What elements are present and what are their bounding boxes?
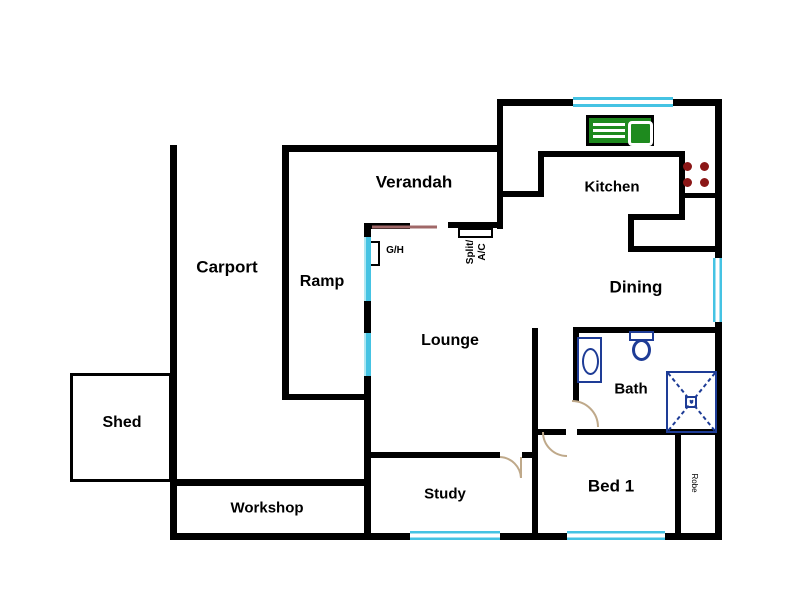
room-label-workshop: Workshop (230, 499, 304, 517)
window-study-bottom (410, 531, 500, 540)
wall-verandah-left (282, 145, 289, 400)
split-ac-unit-icon (458, 228, 493, 238)
wall-bed-top (577, 429, 722, 435)
stove-burner-icon (700, 178, 709, 187)
wall-lounge-left-c (364, 376, 371, 540)
wall-counter-left (628, 214, 634, 252)
wall-kitchen-jog-vertical (538, 151, 544, 196)
wall-stove-bottom (685, 193, 716, 198)
wall-hall-divider (532, 328, 538, 540)
wall-kitchen-jog-horizontal (503, 191, 544, 197)
label-split-ac-line2: A/C (477, 243, 488, 261)
room-label-dining: Dining (609, 277, 663, 297)
wall-hall-bottom-stub (538, 429, 566, 435)
wall-counter-top (628, 214, 685, 220)
door-arc-bed1 (542, 431, 568, 457)
stove-burner-icon (700, 162, 709, 171)
kitchen-sink-icon (586, 115, 654, 146)
wall-bath-left (573, 328, 579, 402)
sink-drainer-line (593, 123, 625, 126)
label-split-ac-line1: Split/ (465, 239, 476, 265)
door-arc-study (499, 456, 522, 479)
room-label-ramp: Ramp (299, 273, 345, 290)
wall-workshop-top (170, 479, 368, 486)
wall-lounge-left-b (364, 301, 371, 333)
wall-bath-top (573, 327, 722, 333)
sink-drainer-line (593, 135, 625, 138)
wall-counter-bottom (628, 246, 722, 252)
wall-robe (675, 435, 681, 535)
sink-basin (628, 121, 653, 146)
label-robe: Robe (690, 473, 699, 493)
room-label-bath: Bath (614, 380, 648, 398)
room-label-bed1: Bed 1 (587, 476, 635, 496)
gas-heater-bracket-icon (371, 241, 380, 266)
stove-burner-icon (683, 162, 692, 171)
room-label-verandah: Verandah (375, 172, 453, 192)
door-arc-bath (571, 400, 599, 428)
wall-stove-left (679, 151, 685, 220)
room-label-shed: Shed (102, 414, 142, 431)
stove-burner-icon (683, 178, 692, 187)
vanity-basin (582, 348, 599, 375)
wall-kitchen-top (538, 151, 685, 157)
wall-rail-black (364, 223, 410, 229)
wall-ramp-bottom (282, 394, 371, 400)
label-gas-heater: G/H (386, 245, 404, 256)
wall-verandah-right (497, 99, 503, 229)
wall-lounge-left-a (364, 223, 371, 237)
sink-drainer-line (593, 129, 625, 132)
window-ramp-lower (364, 333, 371, 376)
room-label-carport: Carport (196, 257, 258, 277)
label-split-ac: Split/ A/C (465, 240, 489, 264)
shower-icon (666, 371, 717, 433)
shower-drain (685, 396, 697, 408)
shed-outline (70, 373, 172, 482)
window-dining-right (713, 258, 722, 322)
wall-verandah-top (282, 145, 503, 152)
wall-ac (448, 222, 503, 228)
window-ramp-upper (364, 237, 371, 301)
room-label-lounge: Lounge (421, 332, 479, 349)
wall-study-top-stub (522, 452, 538, 458)
toilet-bowl-icon (632, 339, 651, 361)
window-bed1-bottom (567, 531, 665, 540)
wall-study-top (365, 452, 500, 458)
window-kitchen-top (573, 97, 673, 107)
room-label-kitchen: Kitchen (584, 178, 640, 196)
room-label-study: Study (424, 485, 466, 503)
bath-vanity-icon (577, 337, 602, 383)
wall-carport-left (170, 145, 177, 540)
